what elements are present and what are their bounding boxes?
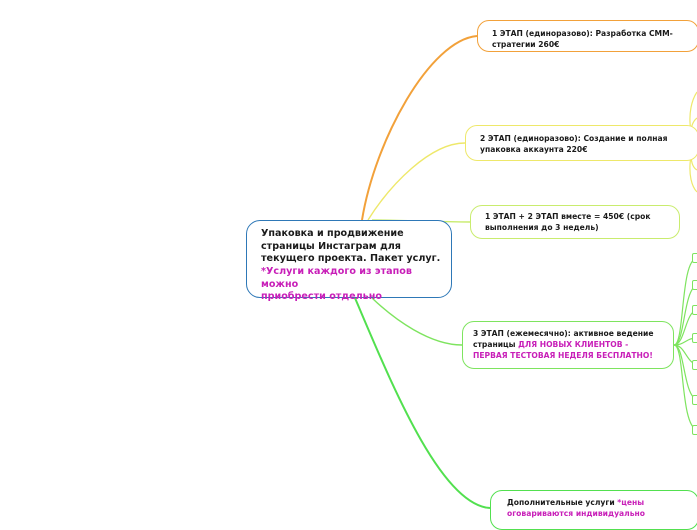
branch-node-stage-1[interactable]: 1 ЭТАП (единоразово): Разработка СММ- ст… [477,20,697,52]
branch-node-stage-2[interactable]: 2 ЭТАП (единоразово): Создание и полная … [465,125,697,161]
connector-branch-4 [371,297,463,346]
subnode-stub[interactable] [692,253,697,263]
root-title-line: Упаковка и продвижение [261,228,404,239]
connector-branch-5 [354,297,491,509]
branch-text-accent: *цены [617,498,645,507]
subnode-stub[interactable] [692,425,697,435]
branch-text-line: выполнения до 3 недель) [485,223,599,232]
root-node[interactable]: Упаковка и продвижение страницы Инстагра… [246,220,452,302]
branch-text-line: страницы ДЛЯ НОВЫХ КЛИЕНТОВ - [473,339,665,350]
connector-branch-4-sub-a [673,257,697,346]
branch-node-stage-3[interactable]: 3 ЭТАП (ежемесячно): активное ведение ст… [462,321,674,369]
branch-text-accent: ДЛЯ НОВЫХ КЛИЕНТОВ - [518,340,629,349]
branch-text-line: 2 ЭТАП (единоразово): Создание и полная [480,134,668,143]
branch-text-line: 1 ЭТАП + 2 ЭТАП вместе = 450€ (срок [485,212,651,221]
root-title-line: страницы Инстаграм для [261,240,401,252]
branch-text-accent: оговариваются индивидуально [507,509,646,518]
root-title-line: текущего проекта. Пакет услуг. [261,253,441,265]
branch-text-accent: ПЕРВАЯ ТЕСТОВАЯ НЕДЕЛЯ БЕСПЛАТНО! [473,351,653,360]
connector-branch-2 [367,142,466,221]
subnode-stub[interactable] [692,360,697,370]
subnode-stub[interactable] [692,333,697,343]
branch-text-plain: Дополнительные услуги [507,498,618,507]
root-note-line: *Услуги каждого из этапов можно [261,265,412,290]
subnode-stub[interactable] [692,280,697,290]
connector-branch-1 [361,35,478,221]
subnode-stub[interactable] [692,395,697,405]
subnode-stub[interactable] [692,305,697,315]
root-note-line: приобрести отдельно [261,291,382,303]
branch-node-stage-1-plus-2[interactable]: 1 ЭТАП + 2 ЭТАП вместе = 450€ (срок выпо… [470,205,680,239]
branch-node-additional-services[interactable]: Дополнительные услуги *цены оговариваютс… [490,490,697,530]
branch-text-line: 1 ЭТАП (единоразово): Разработка СММ- [492,29,673,38]
branch-text-line: 3 ЭТАП (ежемесячно): активное ведение [473,329,654,338]
branch-text-line: Дополнительные услуги *цены [507,497,690,508]
connector-branch-4-sub-g [673,344,697,431]
branch-text-plain: страницы [473,340,519,349]
branch-text-line: упаковка аккаунта 220€ [480,145,588,154]
branch-text-line: стратегии 260€ [492,40,560,49]
